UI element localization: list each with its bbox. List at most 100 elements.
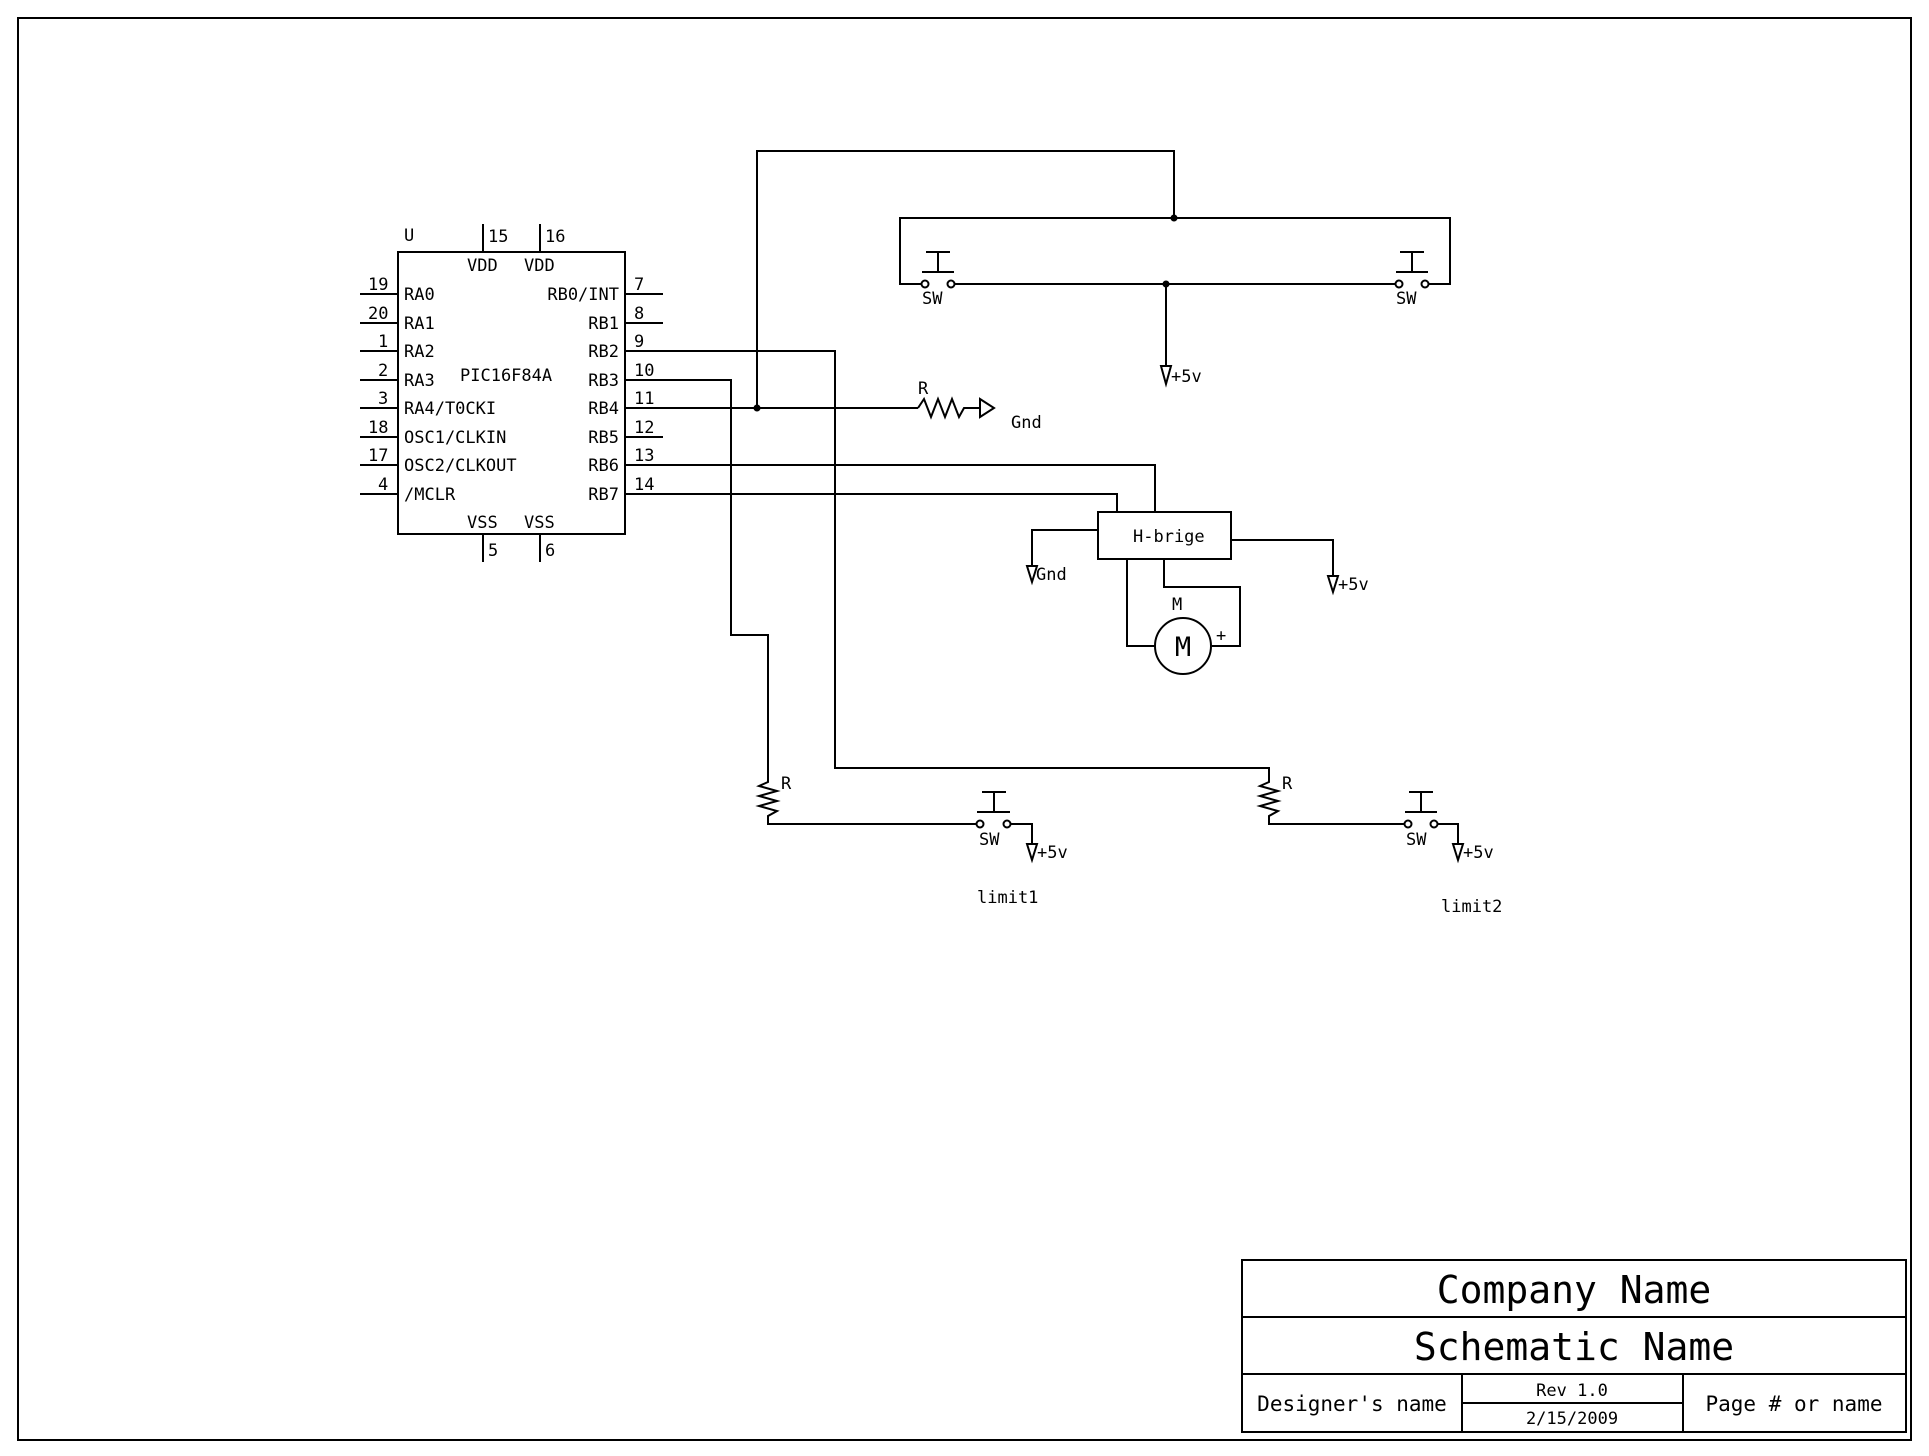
vcc-top-label: +5v: [1171, 367, 1202, 387]
pin-ra0-name: RA0: [404, 285, 435, 305]
gnd-pulldown-label: Gnd: [1011, 413, 1042, 433]
pin-rb1-name: RB1: [588, 314, 619, 334]
pin-17-number: 17: [368, 446, 388, 466]
resistor-limit2-zigzag: [1256, 776, 1404, 825]
limit2-circuit: R SW +5v limit2: [1256, 774, 1502, 917]
switch-limit2-label: SW: [1406, 830, 1427, 850]
switch-limit1-label: SW: [979, 830, 1000, 850]
resistor-limit2-label: R: [1282, 774, 1293, 794]
wire-rb3-to-limit1: [663, 379, 769, 776]
switch-limit2: SW: [1403, 791, 1439, 850]
junction-rb4: [753, 404, 761, 412]
switch-top-left-label: SW: [922, 289, 943, 309]
wire-rb7-to-hbridge: [663, 493, 1118, 512]
vcc-arrow-hbridge: [1326, 575, 1340, 596]
switch-contact: [1429, 819, 1439, 829]
switch-top-left: SW: [920, 251, 956, 309]
pin-3-number: 3: [378, 389, 388, 409]
gnd-arrow-pulldown: [979, 397, 996, 419]
pic16f84a-chip: U PIC16F84A 15 16 VDD VDD 5 6 VSS VSS 19…: [360, 224, 663, 562]
wire-limit1-to-vcc: [1011, 823, 1033, 844]
wire-hbridge-to-motor-minus: [1126, 559, 1155, 647]
wire-rb2-to-limit2: [663, 350, 1270, 776]
pin-18-number: 18: [368, 418, 388, 438]
switch-contact: [946, 279, 956, 289]
vcc-arrow-limit2: [1451, 843, 1465, 864]
switch-top-right: SW: [1394, 251, 1430, 309]
pin-5-number: 5: [488, 541, 498, 561]
pin-6-number: 6: [545, 541, 555, 561]
pin-20-number: 20: [368, 304, 388, 324]
pin-rb3-name: RB3: [588, 371, 619, 391]
pin-6-name: VSS: [524, 513, 555, 533]
schematic-name: Schematic Name: [1414, 1325, 1734, 1369]
left-pins: 19 20 1 2 3 18 17 4 RA0 RA1 RA2 RA3 RA4/…: [360, 275, 517, 505]
pin-7-number: 7: [634, 275, 644, 295]
pin-15-number: 15: [488, 227, 508, 247]
wire-limit2-to-vcc: [1438, 823, 1459, 844]
pin-2-number: 2: [378, 361, 388, 381]
resistor-pulldown: R Gnd: [917, 379, 1042, 433]
switch-contact: [1420, 279, 1430, 289]
wire-top-bus-right: [1174, 217, 1451, 285]
switch-contact: [1403, 819, 1413, 829]
limit1-circuit: R SW +5v limit1: [755, 774, 1068, 908]
pin-16-name: VDD: [524, 256, 555, 276]
pin-mclr-name: /MCLR: [404, 485, 456, 505]
chip-part-number: PIC16F84A: [460, 366, 552, 386]
pin-ra1-name: RA1: [404, 314, 435, 334]
switch-contact: [920, 279, 930, 289]
switch-contact: [1394, 279, 1404, 289]
resistor-pulldown-label: R: [918, 379, 929, 399]
pin-9-number: 9: [634, 332, 644, 352]
pin-8-number: 8: [634, 304, 644, 324]
date: 2/15/2009: [1526, 1409, 1618, 1429]
pin-ra4-name: RA4/T0CKI: [404, 399, 496, 419]
vcc-arrow-top: [1159, 365, 1173, 388]
title-block: Company Name Schematic Name Designer's n…: [1241, 1259, 1907, 1433]
vcc-limit1-label: +5v: [1037, 843, 1068, 863]
company-name: Company Name: [1437, 1268, 1712, 1312]
pin-ra3-name: RA3: [404, 371, 435, 391]
hbridge-label: H-brige: [1133, 527, 1205, 547]
pin-rb4-name: RB4: [588, 399, 619, 419]
resistor-zigzag: [917, 396, 980, 420]
pin-11-number: 11: [634, 389, 654, 409]
gnd-hbridge-label: Gnd: [1036, 565, 1067, 585]
motor-designator: M: [1172, 595, 1182, 615]
pin-12-number: 12: [634, 418, 654, 438]
top-switch-pair: SW SW +5v: [899, 214, 1451, 388]
wire-hbridge-to-motor-plus: [1163, 559, 1241, 647]
wire-rb6-to-hbridge: [663, 464, 1156, 512]
motor-plus-label: +: [1216, 626, 1226, 646]
pin-rb5-name: RB5: [588, 428, 619, 448]
pin-16-number: 16: [545, 227, 565, 247]
pin-rb0-name: RB0/INT: [547, 285, 619, 305]
pin-rb6-name: RB6: [588, 456, 619, 476]
pin-osc2-name: OSC2/CLKOUT: [404, 456, 517, 476]
wires: [663, 150, 1270, 776]
pin-1-number: 1: [378, 332, 388, 352]
title-block-frame: [1241, 1259, 1907, 1433]
pin-rb2-name: RB2: [588, 342, 619, 362]
vcc-limit2-label: +5v: [1463, 843, 1494, 863]
revision: Rev 1.0: [1536, 1381, 1608, 1401]
limit1-label: limit1: [977, 888, 1038, 908]
switch-contact: [1002, 819, 1012, 829]
switch-limit1: SW: [975, 791, 1012, 850]
pin-19-number: 19: [368, 275, 388, 295]
limit2-label: limit2: [1441, 897, 1502, 917]
vcc-hbridge-label: +5v: [1338, 575, 1369, 595]
wire-top-bus-left: [899, 217, 1174, 285]
gnd-arrow-hbridge: [1025, 565, 1039, 586]
resistor-limit1-zigzag: [755, 776, 976, 825]
pin-ra2-name: RA2: [404, 342, 435, 362]
pin-15-name: VDD: [467, 256, 498, 276]
pin-10-number: 10: [634, 361, 654, 381]
switch-top-right-label: SW: [1396, 289, 1417, 309]
resistor-limit1-label: R: [781, 774, 792, 794]
chip-body: [397, 251, 626, 535]
page-name: Page # or name: [1705, 1392, 1882, 1416]
pin-13-number: 13: [634, 446, 654, 466]
